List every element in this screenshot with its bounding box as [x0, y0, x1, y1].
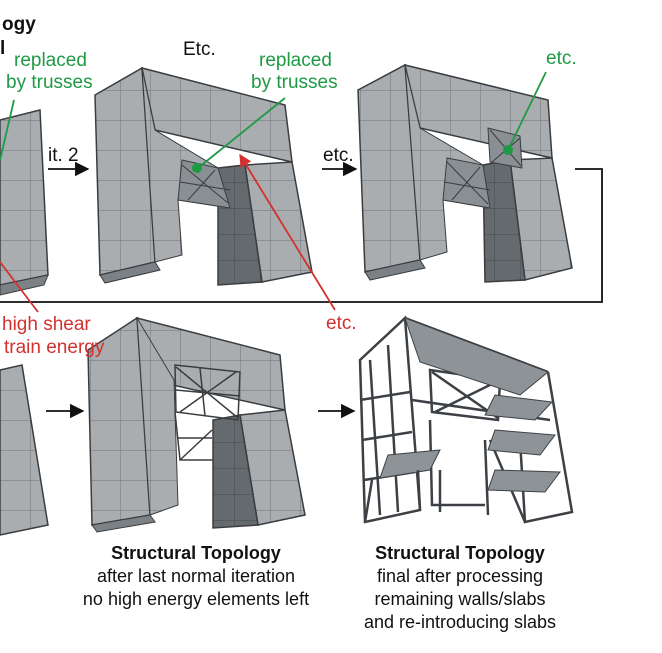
label-etc-green: etc.: [546, 48, 577, 69]
model-final: [358, 315, 574, 524]
model-last-normal-iteration: [87, 316, 306, 533]
caption-right-line3: and re-introducing slabs: [363, 612, 557, 632]
label-it2: it. 2: [48, 145, 79, 166]
green-pointer-right: [507, 71, 547, 151]
green-dot-right: [503, 145, 513, 155]
red-pointer-left: [0, 261, 39, 313]
title-fragment-2: l: [0, 38, 6, 59]
caption-right-line2: remaining walls/slabs: [374, 589, 546, 609]
model-iteration-2: [94, 66, 313, 286]
label-by-trusses-mid: by trusses: [251, 72, 338, 93]
title-fragment: ogy: [2, 14, 36, 35]
caption-middle: Structural Topology after last normal it…: [66, 542, 326, 611]
caption-middle-title: Structural Topology: [111, 543, 281, 563]
model-bottom-left: [0, 364, 49, 536]
caption-right: Structural Topology final after processi…: [330, 542, 590, 634]
connector-line: [0, 168, 603, 303]
green-pointer-mid: [197, 97, 286, 169]
label-replaced-mid: replaced: [259, 50, 332, 71]
caption-right-title: Structural Topology: [375, 543, 545, 563]
model-top-left: [0, 109, 49, 296]
label-etc-top: Etc.: [183, 39, 216, 60]
green-dot-mid: [192, 163, 202, 173]
caption-right-line1: final after processing: [376, 566, 544, 586]
label-strain-energy: train energy: [4, 337, 105, 358]
label-by-trusses-left: by trusses: [6, 72, 93, 93]
caption-middle-line2: no high energy elements left: [82, 589, 310, 609]
green-pointer-left: [0, 99, 15, 161]
label-etc-arrow: etc.: [323, 145, 354, 166]
model-etc: [357, 63, 573, 283]
label-replaced-left: replaced: [14, 50, 87, 71]
label-high-shear: high shear: [2, 314, 91, 335]
label-etc-red: etc.: [326, 313, 357, 334]
red-pointer-etc: [239, 153, 336, 311]
caption-middle-line1: after last normal iteration: [96, 566, 296, 586]
